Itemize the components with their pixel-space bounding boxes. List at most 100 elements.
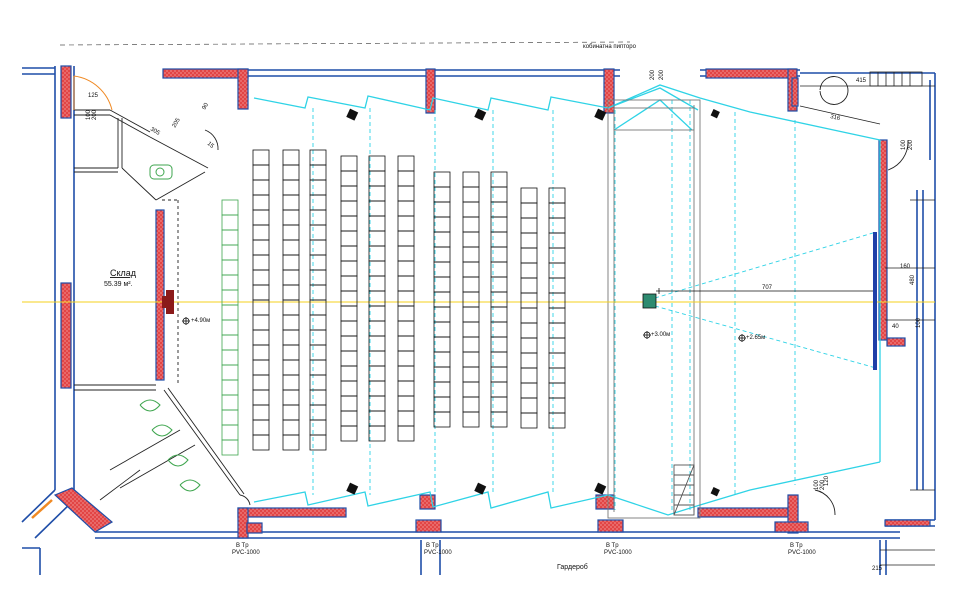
- seat: [340, 290, 358, 307]
- seat: [433, 321, 451, 338]
- seat: [282, 179, 300, 196]
- seat: [252, 164, 270, 181]
- seat: [462, 171, 480, 188]
- seat: [462, 216, 480, 233]
- seat: [282, 224, 300, 241]
- seat: [252, 419, 270, 436]
- dim-90-a: 90: [202, 102, 211, 111]
- seat: [520, 322, 538, 339]
- speakers: [346, 108, 720, 497]
- seat: [397, 380, 415, 397]
- seat: [397, 365, 415, 382]
- seat: [282, 389, 300, 406]
- storage-room-label: Склад 55.39 м².: [104, 268, 137, 288]
- seat: [252, 359, 270, 376]
- seat: [309, 359, 327, 376]
- shelving: [799, 71, 935, 566]
- seat: [252, 284, 270, 301]
- seat: [368, 380, 386, 397]
- stairs: [673, 464, 695, 516]
- seat: [397, 200, 415, 217]
- seat: [462, 231, 480, 248]
- seat: [252, 149, 270, 166]
- structural-columns: [53, 65, 931, 539]
- seat: [221, 229, 239, 246]
- seat: [282, 434, 300, 451]
- seat: [221, 289, 239, 306]
- seat: [548, 397, 566, 414]
- seat: [433, 276, 451, 293]
- seat: [340, 335, 358, 352]
- seat: [309, 419, 327, 436]
- seat: [309, 374, 327, 391]
- seat: [252, 329, 270, 346]
- seat: [368, 320, 386, 337]
- seat: [309, 404, 327, 421]
- seat: [548, 187, 566, 204]
- seat: [397, 425, 415, 442]
- seat: [340, 365, 358, 382]
- seat: [397, 230, 415, 247]
- seat: [462, 246, 480, 263]
- seat: [368, 365, 386, 382]
- seat: [433, 201, 451, 218]
- seat: [340, 380, 358, 397]
- seat: [368, 425, 386, 442]
- seat: [397, 335, 415, 352]
- speaker-icon: [594, 482, 607, 495]
- seat: [462, 411, 480, 428]
- seat: [397, 305, 415, 322]
- seat: [433, 411, 451, 428]
- podium: [162, 290, 174, 314]
- seat: [252, 239, 270, 256]
- pvc-sub-3: B Tp: [606, 543, 619, 549]
- storage-area: 55.39 м².: [104, 281, 133, 288]
- seat: [397, 275, 415, 292]
- seat: [340, 305, 358, 322]
- seat: [340, 395, 358, 412]
- seat: [221, 199, 239, 216]
- seat: [548, 232, 566, 249]
- seat: [548, 337, 566, 354]
- speaker-icon: [346, 482, 359, 495]
- seat: [368, 275, 386, 292]
- seat: [433, 351, 451, 368]
- seat: [221, 259, 239, 276]
- auditorium-dashed-guides: [312, 100, 877, 510]
- seat: [282, 149, 300, 166]
- dim-100-b: 100: [901, 139, 907, 150]
- seat: [462, 351, 480, 368]
- seat: [252, 314, 270, 331]
- seat: [252, 344, 270, 361]
- seat: [282, 314, 300, 331]
- seat: [221, 334, 239, 351]
- seat: [433, 306, 451, 323]
- seat: [368, 245, 386, 262]
- seat: [368, 350, 386, 367]
- pvc-sub-2: B Tp: [426, 543, 439, 549]
- dim-120: 120: [824, 475, 830, 486]
- seat: [462, 396, 480, 413]
- auditorium-boundary: [253, 84, 881, 516]
- seat: [433, 246, 451, 263]
- dim-125: 125: [88, 93, 99, 99]
- seat: [397, 215, 415, 232]
- seat: [309, 329, 327, 346]
- seat: [397, 290, 415, 307]
- seat: [368, 170, 386, 187]
- seat: [368, 230, 386, 247]
- dim-15: 15: [206, 141, 215, 150]
- seat: [309, 239, 327, 256]
- seat: [548, 322, 566, 339]
- pvc-sub-4: B Tp: [790, 543, 803, 549]
- seat: [433, 261, 451, 278]
- seat: [252, 269, 270, 286]
- seat: [520, 352, 538, 369]
- seat: [548, 262, 566, 279]
- seat: [368, 335, 386, 352]
- seat: [282, 254, 300, 271]
- seat: [252, 224, 270, 241]
- seat: [309, 209, 327, 226]
- seat: [221, 349, 239, 366]
- wardrobe-label: Гардероб: [557, 563, 588, 571]
